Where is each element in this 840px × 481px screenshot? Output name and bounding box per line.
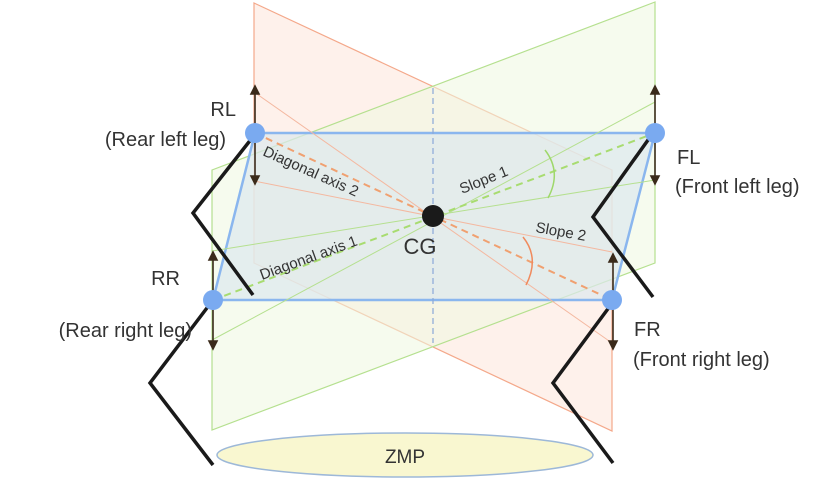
diagonal-axis-1 bbox=[212, 132, 656, 301]
cg-point bbox=[422, 205, 444, 227]
rl-name: (Rear left leg) bbox=[105, 129, 226, 151]
cg-label: CG bbox=[404, 234, 437, 259]
slope-1-arc bbox=[544, 149, 555, 199]
rr-leg bbox=[147, 298, 215, 467]
slope-2-arc bbox=[522, 236, 533, 286]
fr-leg bbox=[550, 300, 615, 465]
rl-code: RL bbox=[210, 99, 236, 121]
rl-leg bbox=[190, 131, 258, 297]
rr-name: (Rear right leg) bbox=[59, 320, 192, 342]
fr-name: (Front right leg) bbox=[633, 349, 770, 371]
fl-leg bbox=[590, 131, 655, 299]
fr-foot-point bbox=[602, 290, 622, 310]
rr-foot-point bbox=[203, 290, 223, 310]
rl-foot-point bbox=[245, 123, 265, 143]
legs bbox=[147, 131, 655, 467]
fl-code: FL bbox=[677, 147, 700, 169]
fl-foot-point bbox=[645, 123, 665, 143]
zmp-label: ZMP bbox=[385, 447, 425, 468]
rr-code: RR bbox=[151, 268, 180, 290]
fr-code: FR bbox=[634, 319, 661, 341]
fl-name: (Front left leg) bbox=[675, 176, 799, 198]
zmp-region bbox=[216, 432, 594, 478]
